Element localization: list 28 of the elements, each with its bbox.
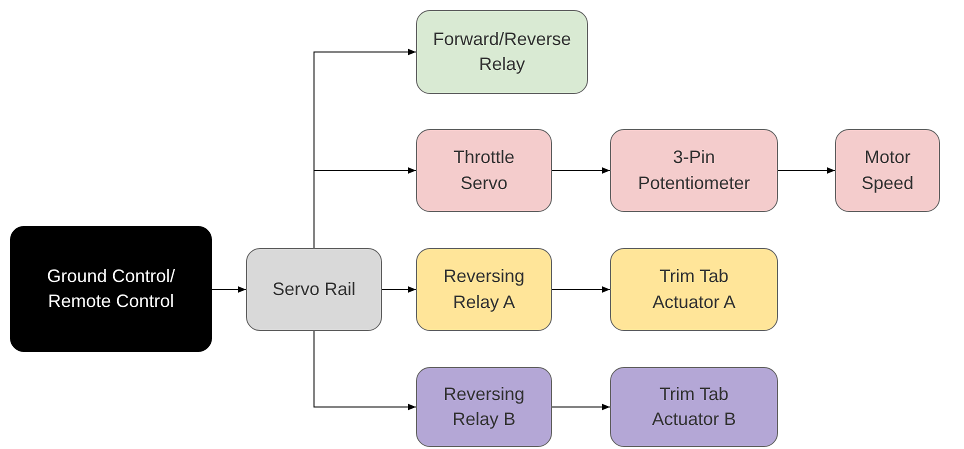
process-box [610, 367, 778, 447]
process-box [416, 10, 588, 94]
box-label: Throttle Servo [452, 146, 516, 194]
process-box [610, 129, 778, 212]
arrow [382, 286, 416, 293]
arrow [778, 167, 836, 174]
box-label: Trim Tab Actuator B [650, 382, 738, 431]
process-box [610, 248, 778, 331]
process-box [835, 129, 940, 212]
process-box [10, 226, 212, 352]
box-label: 3-Pin Potentiometer [636, 146, 752, 194]
box-label: Ground Control/ Remote Control [46, 264, 176, 313]
arrow [212, 286, 246, 293]
arrow [314, 167, 416, 248]
arrow [552, 404, 610, 410]
process-box [416, 248, 552, 331]
arrow [314, 330, 416, 410]
box-label: Forward/Reverse Relay [432, 28, 572, 76]
arrow [552, 167, 610, 174]
box-label: Reversing Relay A [442, 265, 526, 314]
box-label: Motor Speed [860, 146, 915, 195]
process-box [246, 248, 382, 331]
process-box [416, 367, 552, 447]
box-label: Servo Rail [272, 278, 356, 301]
box-label: Reversing Relay B [442, 382, 526, 431]
box-label: Trim Tab Actuator A [651, 265, 737, 314]
process-box [416, 129, 552, 212]
arrow [552, 286, 610, 293]
